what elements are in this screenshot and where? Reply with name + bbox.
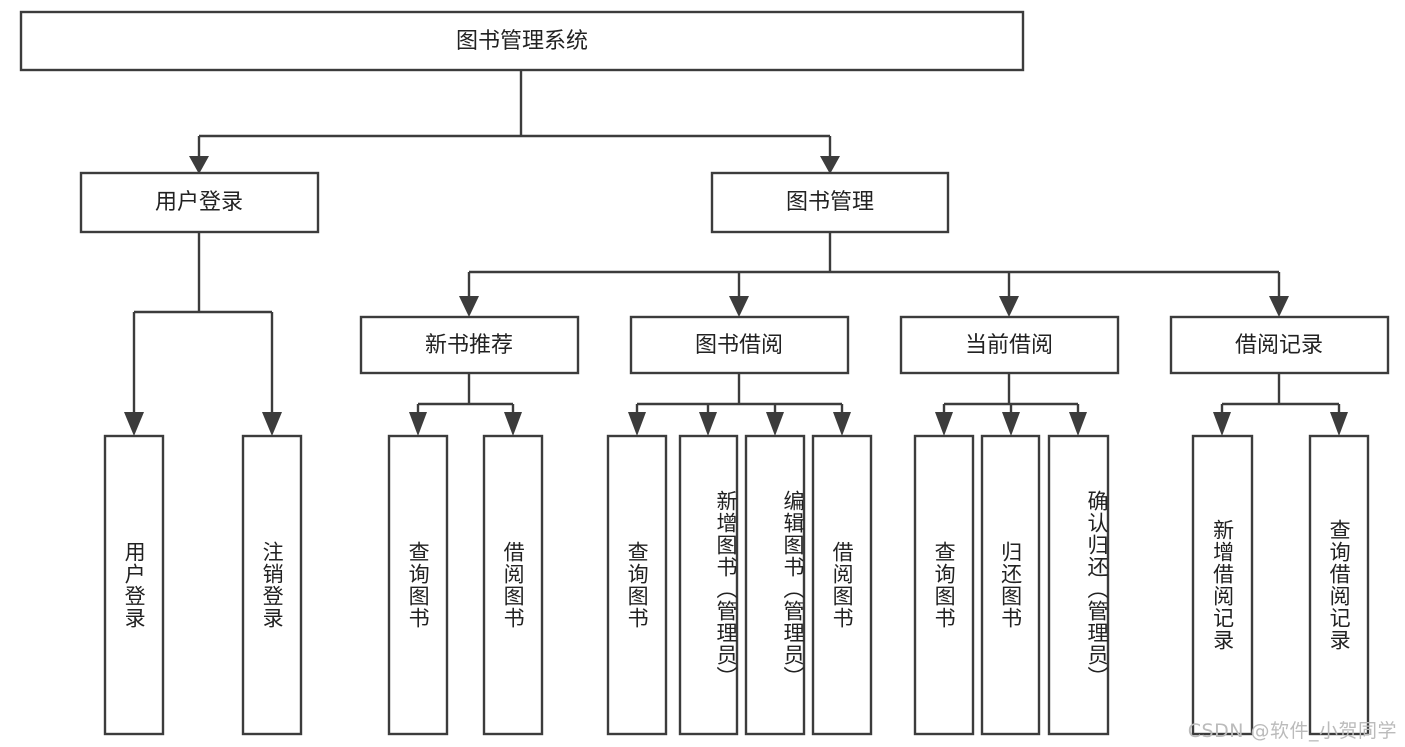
node-leaf-add-record-box[interactable] [1191,434,1254,736]
node-current-borrow-label: 当前借阅 [965,333,1053,358]
connector-layer [132,70,1341,412]
node-leaf-query-book-3-box[interactable] [913,434,975,736]
node-borrow-record-box[interactable] [1169,315,1390,375]
arrowhead-layer [124,156,1348,436]
node-book-borrow-box[interactable] [629,315,850,375]
arrow-to-leaf-add-record [1213,412,1231,436]
node-leaf-add-book-box[interactable] [678,434,739,736]
label-layer: 图书管理系统 用户登录 图书管理 新书推荐 图书借阅 当前借阅 借阅记录 [155,29,1323,358]
arrow-to-leaf-query-book-2 [628,412,646,436]
arrow-to-leaf-logout-login [262,412,282,436]
node-leaf-borrow-book-2-box[interactable] [811,434,873,736]
node-user-login-box[interactable] [79,171,320,234]
arrow-to-leaf-confirm-return [1069,412,1087,436]
node-leaf-user-login-box[interactable] [103,434,165,736]
arrow-to-book-borrow [729,296,749,317]
arrow-to-leaf-query-record [1330,412,1348,436]
node-leaf-logout-login-box[interactable] [241,434,303,736]
node-root-label: 图书管理系统 [456,29,588,54]
node-leaf-return-book-box[interactable] [980,434,1041,736]
arrow-to-borrow-record [1269,296,1289,317]
node-leaf-query-book-1-box[interactable] [387,434,449,736]
arrow-to-user-login [189,156,209,174]
arrow-to-leaf-edit-book [766,412,784,436]
node-layer [19,10,1390,736]
csdn-watermark: CSDN @软件_小贺同学 [1187,720,1397,742]
arrow-to-leaf-query-book-1 [409,412,427,436]
arrow-to-new-book-recommend [459,296,479,317]
arrow-to-leaf-borrow-book-1 [504,412,522,436]
node-user-login-label: 用户登录 [155,190,243,215]
node-book-borrow-label: 图书借阅 [695,333,783,358]
node-current-borrow-box[interactable] [899,315,1120,375]
node-borrow-record-label: 借阅记录 [1235,333,1323,358]
node-leaf-confirm-return-box[interactable] [1047,434,1110,736]
node-new-book-recommend-label: 新书推荐 [425,333,513,358]
arrow-to-leaf-return-book [1002,412,1020,436]
arrow-to-current-borrow [999,296,1019,317]
node-book-manage-box[interactable] [710,171,950,234]
node-new-book-recommend-box[interactable] [359,315,580,375]
node-leaf-edit-book-box[interactable] [744,434,806,736]
arrow-to-leaf-add-book [699,412,717,436]
arrow-to-leaf-query-book-3 [935,412,953,436]
node-leaf-borrow-book-1-box[interactable] [482,434,544,736]
arrow-to-leaf-user-login [124,412,144,436]
node-leaf-query-record-box[interactable] [1308,434,1370,736]
node-root-box[interactable] [19,10,1025,72]
node-book-manage-label: 图书管理 [786,190,874,215]
node-leaf-query-book-2-box[interactable] [606,434,668,736]
arrow-to-leaf-borrow-book-2 [833,412,851,436]
arrow-to-book-manage [820,156,840,174]
